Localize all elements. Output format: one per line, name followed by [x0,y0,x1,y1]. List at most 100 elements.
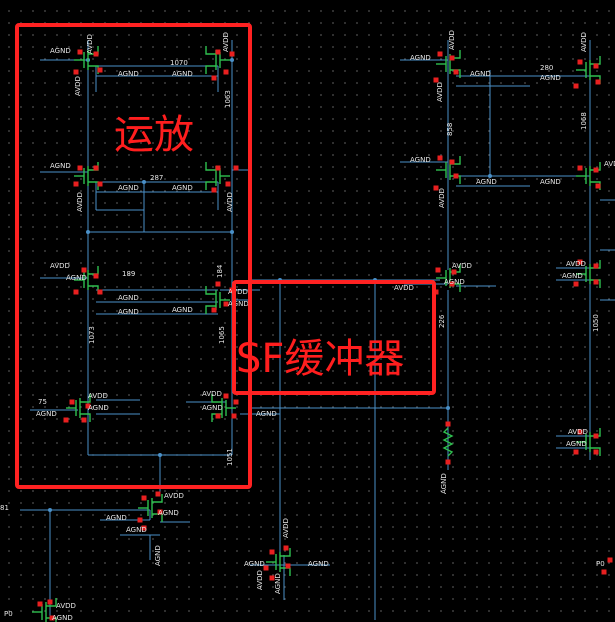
transistor-drain [205,46,216,55]
opamp-highlight-box [15,23,252,489]
pin [577,259,583,265]
pin [223,393,229,399]
pin [73,289,79,295]
transistor-drain [80,394,91,403]
pin [437,155,443,161]
label-avdd: AVDD [604,160,615,168]
junction-dot [48,508,52,512]
pin [69,399,75,405]
transistor [205,286,230,314]
label-avdd: AVDD [256,570,264,590]
label-agnd: AGND [50,47,71,55]
label-agnd: AGND [88,404,109,412]
pin [223,301,229,307]
pin [285,563,291,569]
pin [445,421,451,427]
label-agnd: AGND [36,410,57,418]
label-value: 226 [438,314,446,328]
pin [595,183,601,189]
pin [593,279,599,285]
label-agnd: AGND [126,526,147,534]
junction-dot [158,453,162,457]
transistors [32,46,601,622]
transistor-drain [205,286,216,295]
label-agnd: AGND [444,278,465,286]
label-agnd: AGND [172,70,193,78]
sf-buffer-annotation: SF缓冲器 [236,336,404,382]
label-agnd: AGND [470,70,491,78]
label-agnd: AGND [118,308,139,316]
transistor-drain [590,428,601,437]
label-value: 280 [540,64,553,72]
label-value: 1065 [218,326,226,344]
label-avdd: AVDD [88,392,108,400]
label-agnd: AGND [118,294,139,302]
junction-dot [446,406,450,410]
pin [141,495,147,501]
pin [573,449,579,455]
pin [81,417,87,423]
label-avdd: AVDD [202,390,222,398]
pin [593,63,599,69]
label-agnd: AGND [172,306,193,314]
pin [97,181,103,187]
pin [77,165,83,171]
pin [211,187,217,193]
label-agnd: AGND [410,54,431,62]
transistor-source [450,175,461,184]
pin [233,399,239,405]
pin [49,615,55,621]
transistor-source [590,279,601,288]
pin [433,77,439,83]
sf-buffer-highlight-box [232,280,436,395]
pin [73,69,79,75]
pin [229,51,235,57]
pin [225,181,231,187]
label-agnd: AGND [52,614,73,622]
label-agnd: AGND [540,178,561,186]
pin [269,575,275,581]
pin [269,549,275,555]
pin [573,83,579,89]
transistor-source [46,617,57,622]
pin [445,459,451,465]
pin [77,49,83,55]
pin [97,289,103,295]
pin [81,267,87,273]
pin [231,413,237,419]
pin [449,55,455,61]
label-agnd: AGND [274,573,282,594]
label-agnd: AGND [228,300,249,308]
label-agnd: AGND [172,184,193,192]
label-value: 75 [38,398,47,406]
transistor-drain [211,394,222,403]
pin [607,557,613,563]
pin [93,165,99,171]
label-avdd: AVDD [438,188,446,208]
label-agnd: AGND [154,545,162,566]
pin [595,79,601,85]
label-agnd: AGND [118,184,139,192]
label-value: P0 [4,610,13,618]
label-avdd: AVDD [580,32,588,52]
pin [137,517,143,523]
transistor [576,260,601,288]
pin [577,429,583,435]
label-agnd: AGND [256,410,277,418]
label-value: 184 [216,264,224,278]
transistor [211,394,236,422]
pin [453,69,459,75]
pin [593,167,599,173]
pin [593,263,599,269]
pin [593,433,599,439]
label-value: 81 [0,504,9,512]
transistor-source [450,69,461,78]
pin [435,267,441,273]
pin [157,509,163,515]
pin [577,59,583,65]
transistor-source [205,305,216,314]
label-avdd: AVDD [394,284,414,292]
pin [211,75,217,81]
label-avdd: AVDD [222,32,230,52]
